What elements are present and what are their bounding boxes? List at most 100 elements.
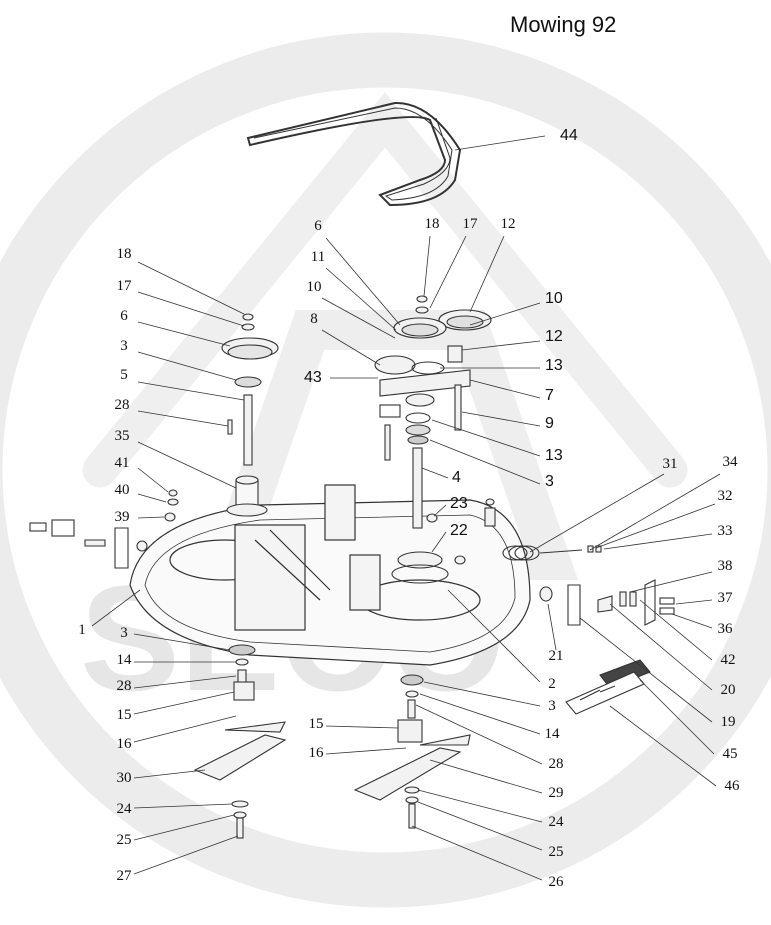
leader-line — [137, 493, 167, 503]
leader-line — [133, 715, 237, 743]
leader-line — [137, 351, 237, 381]
leader-line — [417, 789, 543, 823]
leader-line — [133, 691, 235, 715]
callout-label: 23 — [450, 495, 468, 512]
callout-label: 41 — [115, 455, 130, 471]
leader-line — [433, 504, 447, 517]
callout-label: 36 — [718, 621, 734, 637]
leader-line — [603, 533, 713, 550]
leader-line — [133, 803, 233, 809]
callout-label: 12 — [501, 216, 516, 232]
leader-line — [469, 235, 505, 313]
leader-line — [137, 291, 245, 327]
leader-line — [675, 599, 713, 605]
leader-line — [447, 589, 541, 683]
callout-label: 45 — [723, 746, 738, 762]
leader-line — [421, 467, 449, 479]
leader-line — [321, 297, 396, 339]
callout-label: 14 — [117, 652, 133, 668]
leader-line — [429, 439, 541, 485]
callout-label: 13 — [545, 357, 563, 374]
leader-line — [461, 340, 541, 351]
leader-line — [325, 237, 401, 326]
leader-line — [417, 801, 543, 851]
leader-line — [411, 825, 543, 881]
leader-line — [639, 599, 713, 661]
callout-label: 38 — [718, 558, 733, 574]
leader-line — [419, 693, 541, 735]
callout-label: 1 — [78, 622, 86, 638]
leader-line — [429, 235, 467, 309]
callout-label: 3 — [548, 698, 556, 714]
leader-line — [529, 473, 665, 553]
callout-label: 21 — [549, 648, 564, 664]
leader-line — [431, 419, 541, 457]
callout-label: 15 — [117, 707, 132, 723]
leader-line — [137, 516, 165, 519]
callout-label: 39 — [115, 509, 130, 525]
leader-line — [629, 571, 713, 593]
callout-label: 29 — [549, 785, 564, 801]
leader-line — [431, 531, 447, 553]
callout-label: 37 — [718, 590, 734, 606]
callout-label: 16 — [117, 736, 133, 752]
callout-label: 17 — [463, 216, 479, 232]
callout-label: 33 — [718, 523, 733, 539]
callout-label: 7 — [545, 387, 554, 404]
callout-label: 13 — [545, 447, 563, 464]
leader-lines — [91, 135, 721, 881]
callout-label: 6 — [120, 308, 128, 324]
callout-label: 18 — [425, 216, 440, 232]
callout-label: 40 — [115, 482, 130, 498]
spindle-parts — [29, 295, 675, 839]
callout-label: 15 — [309, 716, 324, 732]
callout-label: 16 — [309, 745, 325, 761]
callout-label: 18 — [117, 246, 132, 262]
leader-line — [423, 681, 541, 707]
callout-label: 25 — [117, 832, 132, 848]
callout-label: 34 — [723, 454, 739, 470]
leader-line — [133, 835, 239, 875]
callout-label: 3 — [120, 338, 128, 354]
leader-line — [321, 329, 381, 366]
callout-label: 14 — [545, 726, 561, 742]
callout-label: 35 — [115, 428, 130, 444]
leader-line — [423, 235, 431, 297]
leader-line — [133, 633, 231, 651]
callout-label: 20 — [721, 682, 736, 698]
leader-line — [91, 589, 141, 627]
leader-line — [639, 679, 715, 755]
callout-label: 2 — [548, 676, 556, 692]
leader-line — [133, 769, 206, 779]
callout-label: 42 — [721, 652, 736, 668]
leader-line — [609, 603, 713, 691]
leader-line — [429, 759, 543, 794]
leader-line — [469, 302, 541, 326]
callout-label: 3 — [120, 625, 128, 641]
leader-line — [589, 473, 721, 551]
callout-label: 6 — [314, 218, 322, 234]
callout-label: 3 — [545, 473, 554, 490]
callout-label: 44 — [560, 127, 578, 144]
callout-label: 27 — [117, 868, 133, 884]
leader-line — [595, 503, 716, 549]
leader-line — [137, 467, 169, 493]
leader-line — [137, 441, 237, 489]
leader-line — [137, 410, 229, 427]
callout-label: 17 — [117, 278, 133, 294]
leader-line — [137, 261, 245, 315]
callout-label: 43 — [304, 369, 322, 386]
leader-line — [137, 381, 245, 401]
callout-label: 28 — [549, 756, 564, 772]
leader-line — [325, 747, 407, 755]
page-title: Mowing 92 — [510, 12, 617, 37]
callout-label: 9 — [545, 415, 554, 432]
leader-line — [454, 135, 546, 151]
callout-label: 24 — [117, 801, 133, 817]
leader-line — [133, 675, 237, 689]
leader-line — [461, 411, 541, 427]
leader-line — [547, 603, 557, 651]
callout-label: 4 — [452, 469, 461, 486]
